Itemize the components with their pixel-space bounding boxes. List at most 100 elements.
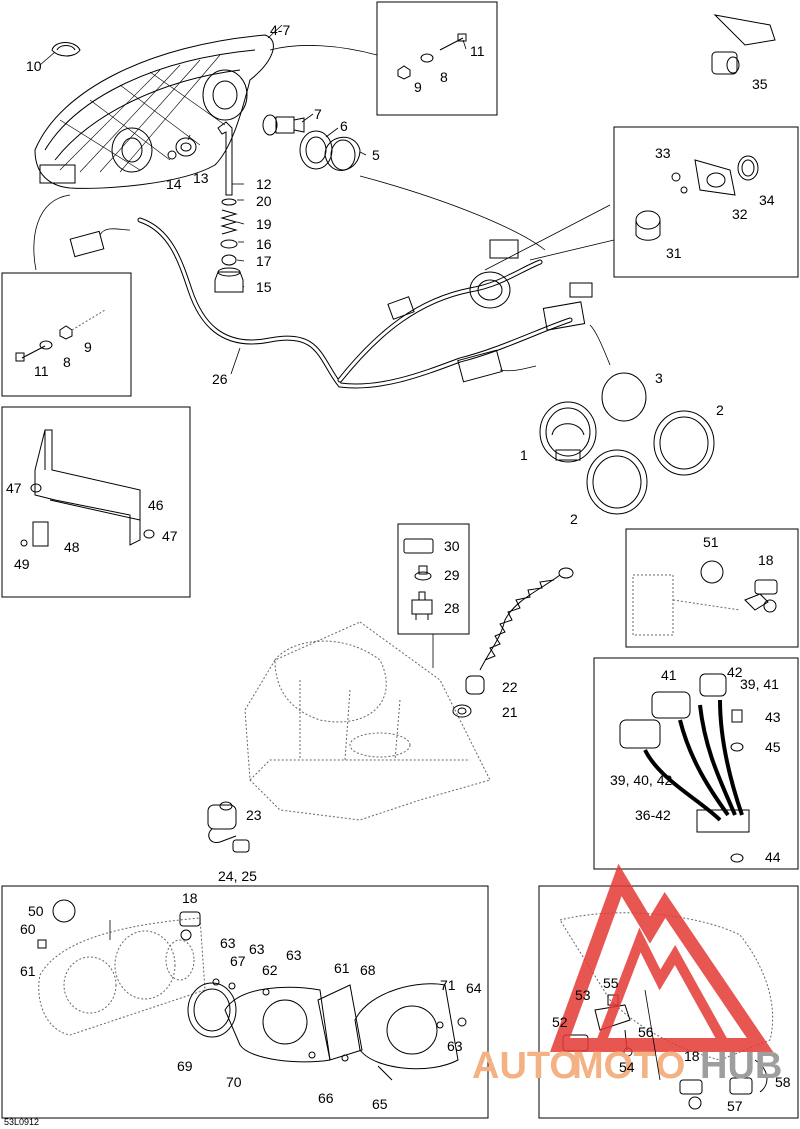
key-part-18-cluster (179, 911, 201, 941)
screw-part-49 (20, 539, 28, 547)
cable-part-58 (754, 1059, 768, 1093)
callout-48: 48 (64, 539, 80, 555)
callout-35: 35 (752, 76, 768, 92)
key-part-18-ignition (679, 1079, 703, 1110)
callout-labels: 1 2 2 3 4-7 5 6 7 8 8 9 9 10 11 11 12 13… (6, 22, 791, 1114)
screw-part-11-left (15, 345, 46, 362)
watermark-text-auto: AUTO (472, 1045, 579, 1087)
ring-part-34 (737, 155, 759, 181)
inset-box-fasteners-top (376, 1, 498, 116)
callout-54: 54 (619, 1059, 635, 1075)
callout-58: 58 (775, 1074, 791, 1090)
inset-box-fasteners-left (1, 272, 132, 397)
inset-box-ignition (538, 885, 799, 1119)
callout-63-d: 63 (447, 1038, 463, 1054)
watermark-text-hub: HUB (700, 1045, 782, 1087)
wiring-harness-part-26 (69, 204, 611, 389)
switch-part-57 (729, 1077, 753, 1095)
callout-67: 67 (230, 953, 246, 969)
callout-55: 55 (603, 975, 619, 991)
callout-26: 26 (212, 371, 228, 387)
callout-63-c: 63 (286, 947, 302, 963)
callout-62: 62 (262, 962, 278, 978)
callout-2-upper: 2 (716, 402, 724, 418)
bolt-part-47-right (143, 529, 155, 539)
callout-2-lower: 2 (570, 511, 578, 527)
callout-8-top: 8 (440, 69, 448, 85)
cover-part-68 (317, 984, 363, 1061)
nut-part-9-left (59, 325, 73, 340)
watermark-logo (550, 863, 774, 1052)
callout-11-left: 11 (34, 363, 49, 379)
screw-part-60 (37, 939, 47, 949)
callout-56: 56 (638, 1024, 654, 1040)
rubber-cap-part-5 (324, 136, 361, 171)
adjuster-screw-part-12 (217, 121, 233, 196)
callout-1: 1 (520, 447, 528, 463)
callout-17: 17 (256, 253, 272, 269)
callout-69: 69 (177, 1058, 193, 1074)
callout-10: 10 (26, 58, 42, 74)
switch-part-28 (411, 591, 433, 620)
callout-42: 42 (727, 664, 743, 680)
inset-box-relay-harness (593, 657, 799, 870)
callout-39-41: 39, 41 (740, 676, 779, 692)
callout-32: 32 (732, 206, 748, 222)
callout-30: 30 (444, 538, 460, 554)
clip-part-48 (32, 521, 49, 547)
callout-61-right: 61 (334, 960, 350, 976)
gauge-part-1 (539, 401, 597, 463)
callout-18-ignition: 18 (684, 1048, 700, 1064)
headlight-assembly (34, 34, 274, 189)
washers-part-63 (212, 978, 444, 1029)
sensor-housing-dotted (632, 574, 741, 636)
relay-harness-part-36-42 (619, 673, 750, 833)
tether-cord-part-22 (465, 567, 574, 695)
nut-part-29 (414, 565, 432, 581)
callout-7: 7 (314, 106, 322, 122)
key-part-18-sensor (744, 579, 778, 613)
callout-47-right: 47 (162, 528, 178, 544)
grommet-part-13 (175, 137, 197, 157)
callout-49: 49 (14, 556, 30, 572)
callout-8-left: 8 (63, 354, 71, 370)
callout-29: 29 (444, 567, 460, 583)
callout-18-sensor: 18 (758, 552, 774, 568)
bezel-ring-part-2-lower (586, 449, 648, 515)
clip-part-10 (51, 42, 81, 57)
callout-28: 28 (444, 600, 460, 616)
bracket-part-46 (34, 429, 141, 546)
callout-66: 66 (318, 1090, 334, 1106)
callout-65: 65 (372, 1096, 388, 1112)
callout-22: 22 (502, 679, 518, 695)
washer-part-45 (730, 742, 744, 752)
callout-68: 68 (360, 962, 376, 978)
lens-part-3 (601, 372, 647, 422)
nut-part-44 (730, 853, 744, 863)
callout-15: 15 (256, 279, 272, 295)
bulb-part-7 (262, 114, 305, 136)
callout-16: 16 (256, 236, 272, 252)
inset-box-bracket (1, 406, 191, 598)
callout-63-b: 63 (249, 941, 265, 957)
callout-36-42: 36-42 (635, 807, 671, 823)
inset-box-socket (613, 126, 799, 278)
callout-24-25: 24, 25 (218, 868, 257, 884)
callout-20: 20 (256, 193, 272, 209)
bezel-ring-part-2-upper (653, 410, 715, 476)
callout-11-top: 11 (470, 43, 485, 59)
callout-13: 13 (193, 170, 209, 186)
callout-12: 12 (256, 176, 272, 192)
bracket-plate-part-70 (224, 986, 331, 1063)
callout-14: 14 (166, 176, 182, 192)
callout-71: 71 (440, 977, 456, 993)
callout-31: 31 (666, 245, 682, 261)
inset-box-instrument-cluster (1, 885, 489, 1119)
gasket-part-69 (187, 982, 237, 1038)
spring-part-19 (220, 209, 238, 235)
switch-part-23 (207, 801, 237, 844)
decal-part-51 (700, 560, 724, 584)
screw-part-65 (377, 1065, 393, 1081)
callout-23: 23 (246, 807, 262, 823)
